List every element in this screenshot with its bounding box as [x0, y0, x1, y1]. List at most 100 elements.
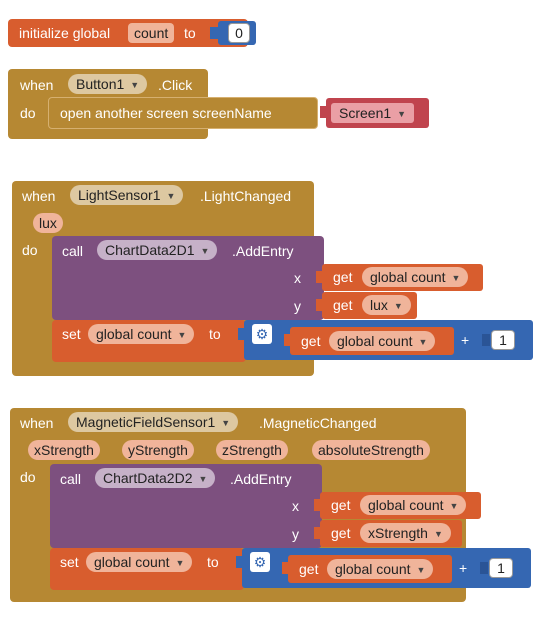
- initialize-global-block[interactable]: initialize global count to 0: [8, 19, 256, 47]
- variable-name: global count: [368, 497, 444, 513]
- variable-dropdown[interactable]: xStrength ▼: [360, 523, 451, 543]
- variable-dropdown[interactable]: global count ▼: [327, 559, 434, 579]
- dropdown-arrow-icon: ▼: [200, 246, 210, 256]
- variable-name: global count: [96, 326, 172, 342]
- y-arg-label: y: [294, 298, 301, 314]
- param-lux[interactable]: lux: [33, 213, 63, 233]
- chart-component-dropdown[interactable]: ChartData2D2 ▼: [95, 468, 216, 488]
- component-name: LightSensor1: [78, 187, 161, 203]
- variable-dropdown[interactable]: global count▼: [362, 267, 469, 287]
- to-label: to: [207, 554, 219, 570]
- number-value-field[interactable]: 1: [491, 330, 515, 350]
- dropdown-arrow-icon: ▼: [418, 337, 428, 347]
- variable-name: global count: [335, 561, 411, 577]
- math-add-block[interactable]: ⚙ get global count ▼ + 1: [244, 320, 533, 360]
- chart-component-dropdown[interactable]: ChartData2D1▼: [97, 240, 218, 260]
- when-label: when: [20, 415, 54, 431]
- socket-notch: [210, 27, 218, 39]
- gear-icon[interactable]: ⚙: [250, 552, 270, 572]
- param-zstrength[interactable]: zStrength: [216, 440, 288, 460]
- screen-name: Screen1: [339, 105, 392, 121]
- button-component-dropdown[interactable]: Button1 ▼: [68, 74, 148, 94]
- get-label: get: [331, 497, 351, 513]
- x-arg-label: x: [294, 270, 301, 286]
- dropdown-arrow-icon: ▼: [416, 565, 426, 575]
- variable-dropdown[interactable]: lux ▼: [362, 295, 411, 315]
- screen-text-block[interactable]: Screen1 ▼: [326, 98, 429, 128]
- set-label: set: [60, 554, 79, 570]
- get-y-block[interactable]: get xStrength ▼: [320, 520, 462, 547]
- set-label: set: [62, 326, 81, 342]
- variable-name-text: count: [134, 25, 169, 41]
- param-absolutestrength[interactable]: absoluteStrength: [312, 440, 430, 460]
- get-x-block[interactable]: get global count ▼: [320, 492, 481, 519]
- socket-notch: [316, 271, 324, 283]
- math-add-block[interactable]: ⚙ get global count ▼ + 1: [242, 548, 531, 588]
- socket-notch: [320, 106, 328, 118]
- socket-notch: [314, 499, 322, 511]
- plus-operator: +: [461, 332, 470, 348]
- chart-add-entry-block[interactable]: call ChartData2D1▼ .AddEntry x y: [52, 236, 324, 320]
- number-value-field[interactable]: 0: [228, 23, 250, 43]
- socket-notch: [314, 527, 322, 539]
- component-name: Button1: [76, 76, 125, 92]
- param-ystrength[interactable]: yStrength: [122, 440, 194, 460]
- do-label: do: [22, 242, 38, 258]
- screen-name-dropdown[interactable]: Screen1 ▼: [331, 103, 415, 123]
- variable-dropdown[interactable]: global count ▼: [329, 331, 436, 351]
- socket-notch: [282, 562, 290, 574]
- variable-dropdown[interactable]: global count ▼: [360, 495, 467, 515]
- dropdown-arrow-icon: ▼: [397, 109, 407, 119]
- variable-name: global count: [370, 269, 446, 285]
- gear-icon[interactable]: ⚙: [252, 324, 272, 344]
- get-label: get: [301, 333, 321, 349]
- dropdown-arrow-icon: ▼: [177, 330, 187, 340]
- call-label: call: [62, 243, 84, 259]
- socket-notch: [236, 556, 244, 568]
- dropdown-arrow-icon: ▼: [221, 418, 231, 428]
- set-variable-block[interactable]: set global count▼ to: [52, 320, 246, 362]
- init-label: initialize global: [19, 25, 111, 41]
- event-name: .MagneticChanged: [259, 415, 377, 431]
- magnetic-component-dropdown[interactable]: MagneticFieldSensor1 ▼: [68, 412, 239, 432]
- variable-name: xStrength: [368, 525, 428, 541]
- variable-name: global count: [337, 333, 413, 349]
- chart-add-entry-block[interactable]: call ChartData2D2▼ .AddEntry x y: [50, 464, 322, 548]
- variable-name: lux: [370, 297, 388, 313]
- call-label: call: [60, 471, 82, 487]
- open-screen-statement[interactable]: open another screen screenName: [48, 97, 318, 129]
- when-label: when: [20, 77, 54, 93]
- dropdown-arrow-icon: ▼: [433, 529, 443, 539]
- get-y-block[interactable]: get lux▼: [322, 292, 417, 319]
- param-xstrength[interactable]: xStrength: [28, 440, 100, 460]
- lightsensor-component-dropdown[interactable]: LightSensor1 ▼: [70, 185, 184, 205]
- dropdown-arrow-icon: ▼: [130, 80, 140, 90]
- dropdown-arrow-icon: ▼: [449, 501, 459, 511]
- number-value-field[interactable]: 1: [489, 558, 513, 578]
- event-name: .Click: [158, 77, 193, 93]
- number-block[interactable]: 0: [218, 21, 256, 45]
- dropdown-arrow-icon: ▼: [393, 301, 403, 311]
- method-name: .AddEntry: [230, 471, 292, 487]
- set-variable-dropdown[interactable]: global count▼: [86, 552, 193, 572]
- set-variable-dropdown[interactable]: global count ▼: [88, 324, 195, 344]
- variable-name-field[interactable]: count: [128, 23, 175, 43]
- do-label: do: [20, 469, 36, 485]
- socket-notch: [284, 334, 292, 346]
- get-count-block[interactable]: get global count ▼: [290, 327, 454, 355]
- plus-operator: +: [459, 560, 468, 576]
- open-screen-label: open another screen screenName: [60, 105, 272, 121]
- dropdown-arrow-icon: ▼: [166, 191, 176, 201]
- get-label: get: [331, 525, 351, 541]
- event-name: .LightChanged: [200, 188, 292, 204]
- set-variable-block[interactable]: set global count▼ to: [50, 548, 244, 590]
- get-count-block[interactable]: get global count ▼: [288, 555, 452, 583]
- component-name: ChartData2D2: [103, 470, 193, 486]
- dropdown-arrow-icon: ▼: [198, 474, 208, 484]
- component-name: MagneticFieldSensor1: [76, 414, 216, 430]
- get-x-block[interactable]: get global count▼: [322, 264, 483, 291]
- init-to-label: to: [184, 25, 196, 41]
- method-name: .AddEntry: [232, 243, 294, 259]
- get-label: get: [299, 561, 319, 577]
- get-label: get: [333, 269, 353, 285]
